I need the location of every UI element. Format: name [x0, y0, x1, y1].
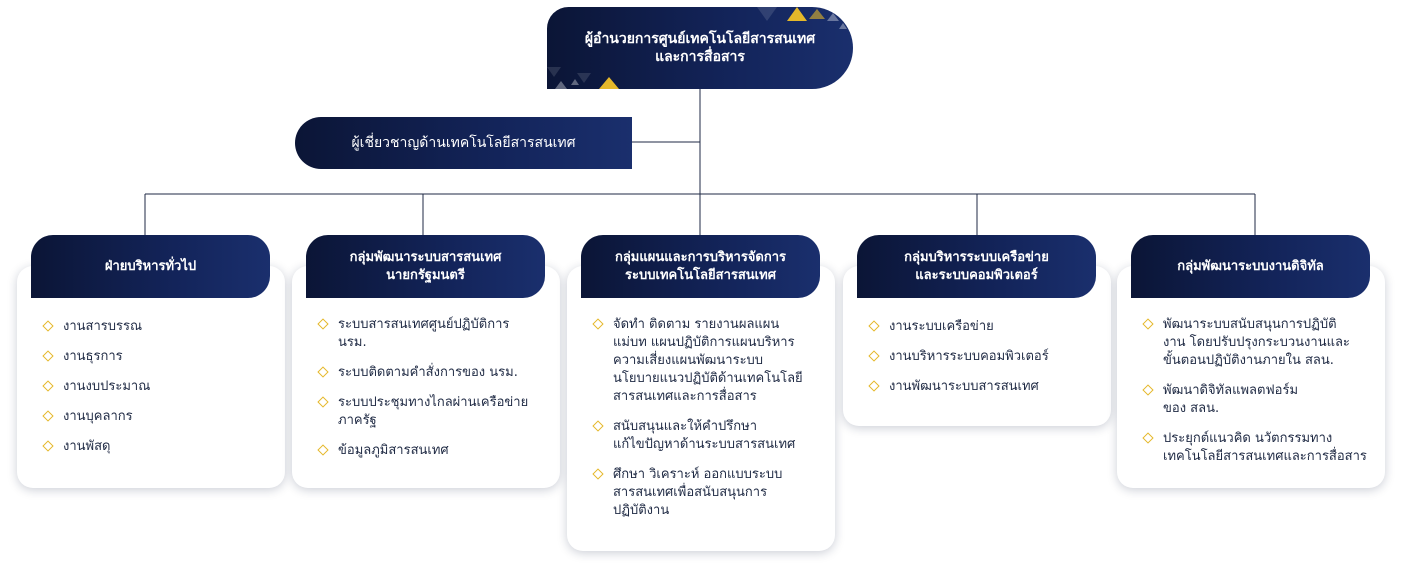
- diamond-bullet-icon: [317, 318, 329, 330]
- list-item: งานงบประมาณ: [42, 378, 273, 396]
- diamond-bullet-icon: [592, 318, 604, 330]
- group-card-digital-systems: พัฒนาระบบสนับสนุนการปฏิบัติงาน โดยปรับปร…: [1117, 266, 1385, 488]
- diamond-bullet-icon: [868, 380, 880, 392]
- director-title-line2: และการสื่อสาร: [655, 49, 745, 65]
- list-item: พัฒนาระบบสนับสนุนการปฏิบัติงาน โดยปรับปร…: [1142, 316, 1379, 370]
- diamond-bullet-icon: [868, 350, 880, 362]
- list-item: งานบุคลากร: [42, 408, 273, 426]
- diamond-bullet-icon: [868, 320, 880, 332]
- list-item: งานธุรการ: [42, 348, 273, 366]
- list-item: ระบบประชุมทางไกลผ่านเครือข่ายภาครัฐ: [317, 394, 548, 430]
- group-card-it-planning: จัดทำ ติดตาม รายงานผลแผนแม่บท แผนปฏิบัติ…: [567, 266, 835, 551]
- list-item: พัฒนาดิจิทัลแพลตฟอร์มของ สลน.: [1142, 382, 1379, 418]
- diamond-bullet-icon: [1142, 318, 1154, 330]
- list-item: จัดทำ ติดตาม รายงานผลแผนแม่บท แผนปฏิบัติ…: [592, 316, 825, 406]
- list-item: งานพัสดุ: [42, 438, 273, 456]
- list-item: งานบริหารระบบคอมพิวเตอร์: [868, 348, 1099, 366]
- list-item: ศึกษา วิเคราะห์ ออกแบบระบบสารสนเทศเพื่อส…: [592, 466, 825, 520]
- list-item: ระบบติดตามคำสั่งการของ นรม.: [317, 364, 548, 382]
- list-item: งานพัฒนาระบบสารสนเทศ: [868, 378, 1099, 396]
- diamond-bullet-icon: [42, 320, 54, 332]
- expert-box: ผู้เชี่ยวชาญด้านเทคโนโลยีสารสนเทศ: [295, 117, 632, 169]
- diamond-bullet-icon: [317, 396, 329, 408]
- diamond-bullet-icon: [592, 468, 604, 480]
- group-header-it-planning: กลุ่มแผนและการบริหารจัดการ ระบบเทคโนโลยี…: [581, 235, 820, 298]
- list-item: งานสารบรรณ: [42, 318, 273, 336]
- diamond-bullet-icon: [42, 410, 54, 422]
- diamond-bullet-icon: [1142, 432, 1154, 444]
- director-box: ผู้อำนวยการศูนย์เทคโนโลยีสารสนเทศ และการ…: [547, 7, 853, 89]
- group-header-network-computer: กลุ่มบริหารระบบเครือข่าย และระบบคอมพิวเต…: [857, 235, 1096, 298]
- group-header-pm-info-systems: กลุ่มพัฒนาระบบสารสนเทศ นายกรัฐมนตรี: [306, 235, 545, 298]
- expert-label: ผู้เชี่ยวชาญด้านเทคโนโลยีสารสนเทศ: [351, 135, 576, 151]
- group-card-pm-info-systems: ระบบสารสนเทศศูนย์ปฏิบัติการนรม. ระบบติดต…: [292, 266, 560, 488]
- group-header-digital-systems: กลุ่มพัฒนาระบบงานดิจิทัล: [1131, 235, 1370, 298]
- diamond-bullet-icon: [1142, 384, 1154, 396]
- list-item: ระบบสารสนเทศศูนย์ปฏิบัติการนรม.: [317, 316, 548, 352]
- diamond-bullet-icon: [42, 440, 54, 452]
- diamond-bullet-icon: [42, 380, 54, 392]
- diamond-bullet-icon: [317, 444, 329, 456]
- diamond-bullet-icon: [42, 350, 54, 362]
- diamond-bullet-icon: [317, 366, 329, 378]
- list-item: ประยุกต์แนวคิด นวัตกรรมทางเทคโนโลยีสารสน…: [1142, 430, 1379, 466]
- list-item: ข้อมูลภูมิสารสนเทศ: [317, 442, 548, 460]
- director-title-line1: ผู้อำนวยการศูนย์เทคโนโลยีสารสนเทศ: [584, 31, 816, 47]
- diamond-bullet-icon: [592, 420, 604, 432]
- gold-triangle-decoration: [547, 7, 847, 89]
- group-header-general-admin: ฝ่ายบริหารทั่วไป: [31, 235, 270, 298]
- group-card-general-admin: งานสารบรรณ งานธุรการ งานงบประมาณ งานบุคล…: [17, 266, 285, 488]
- list-item: งานระบบเครือข่าย: [868, 318, 1099, 336]
- list-item: สนับสนุนและให้คำปรึกษาแก้ไขปัญหาด้านระบบ…: [592, 418, 825, 454]
